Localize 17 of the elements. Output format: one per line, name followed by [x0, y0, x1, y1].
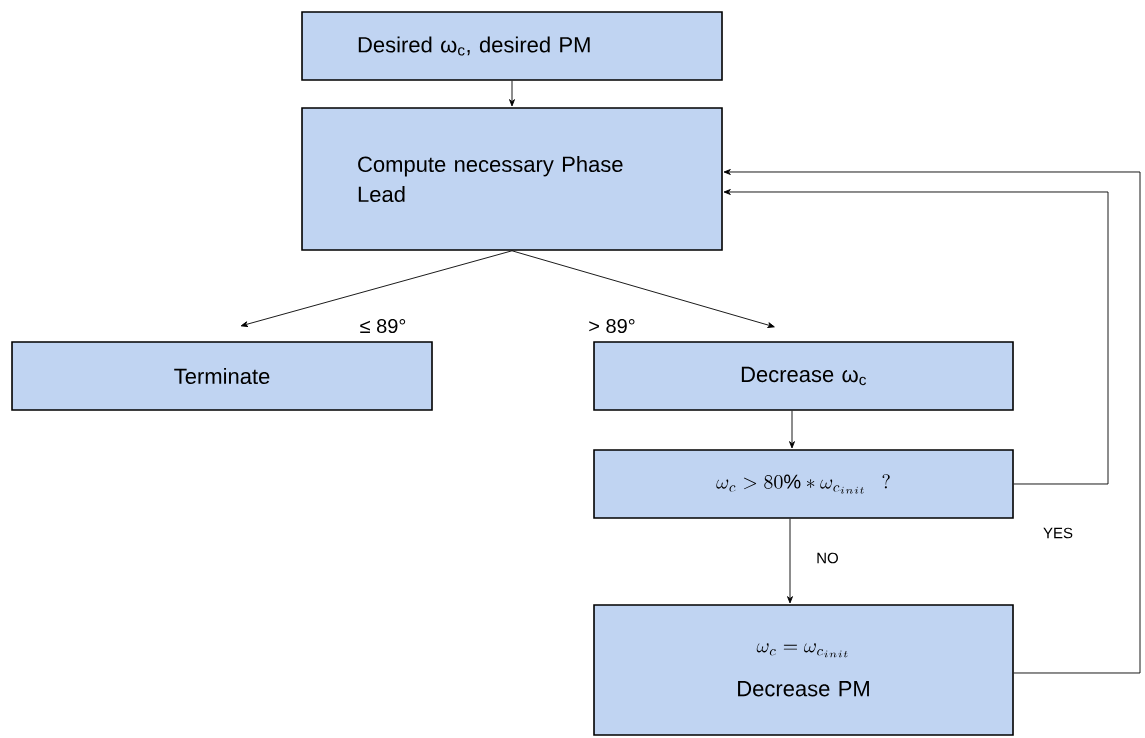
arrow — [723, 169, 1141, 674]
process-box: Desired ω$_{c}$, desired PM — [301, 11, 723, 81]
arrow — [789, 410, 795, 449]
arrow — [787, 518, 793, 604]
arrow — [723, 189, 1109, 485]
edge-label: NO — [815, 551, 840, 565]
process-box: Decrease ω$_{c}$ — [593, 341, 1014, 411]
arrow — [511, 250, 775, 328]
edge-label: YES — [1042, 526, 1074, 540]
edge-label: > 89° — [587, 317, 637, 335]
arrow — [509, 80, 515, 107]
process-box: Compute necessary Phase Lead — [301, 107, 723, 251]
process-box: $\omega_c > 80\% * \omega_{c_{init}}\ ?$ — [593, 449, 1014, 519]
edge-label: ≤ 89° — [358, 317, 408, 335]
process-box: Terminate — [11, 341, 433, 411]
arrow — [240, 250, 513, 327]
process-box: $\omega_c = \omega_{c_{init}}$ Decrease PM — [593, 604, 1014, 736]
